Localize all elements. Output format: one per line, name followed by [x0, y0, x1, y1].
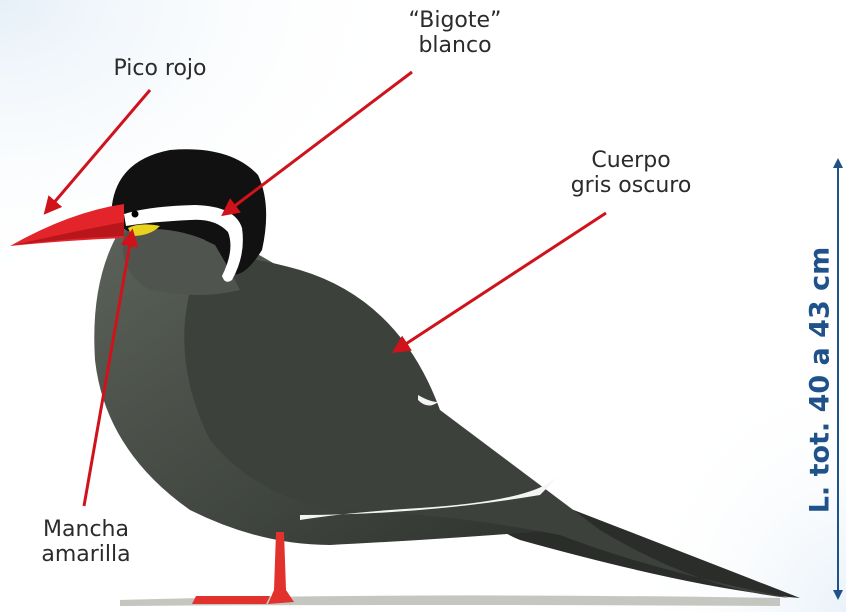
label-pico-rojo: Pico rojo	[96, 56, 224, 81]
label-bigote-line1: “Bigote”	[408, 8, 502, 33]
label-bigote-line2: blanco	[418, 33, 492, 58]
arrow-pico-rojo	[43, 89, 152, 215]
wing-white-edge	[300, 472, 560, 520]
label-bigote-blanco: “Bigote” blanco	[385, 8, 525, 58]
arrow-mancha-amarilla	[82, 228, 139, 507]
label-mancha-line2: amarilla	[41, 542, 131, 567]
label-pico-rojo-text: Pico rojo	[113, 56, 207, 81]
label-cuerpo-line1: Cuerpo	[591, 148, 671, 173]
bird-leg	[268, 532, 294, 604]
label-cuerpo-gris: Cuerpo gris oscuro	[546, 148, 716, 198]
bird-leg-back	[192, 596, 270, 604]
length-label: L. tot. 40 a 43 cm	[804, 246, 836, 514]
bird-wing	[184, 256, 790, 598]
label-mancha-line1: Mancha	[43, 517, 129, 542]
label-cuerpo-line2: gris oscuro	[570, 173, 692, 198]
bird-eye	[131, 210, 139, 218]
beak-shadow	[14, 222, 124, 245]
wing-white-spot	[418, 395, 438, 406]
bird-neck	[122, 228, 240, 295]
arrow-bigote-blanco	[221, 70, 413, 217]
label-mancha-amarilla: Mancha amarilla	[12, 517, 160, 567]
arrow-cuerpo-gris	[391, 211, 607, 353]
